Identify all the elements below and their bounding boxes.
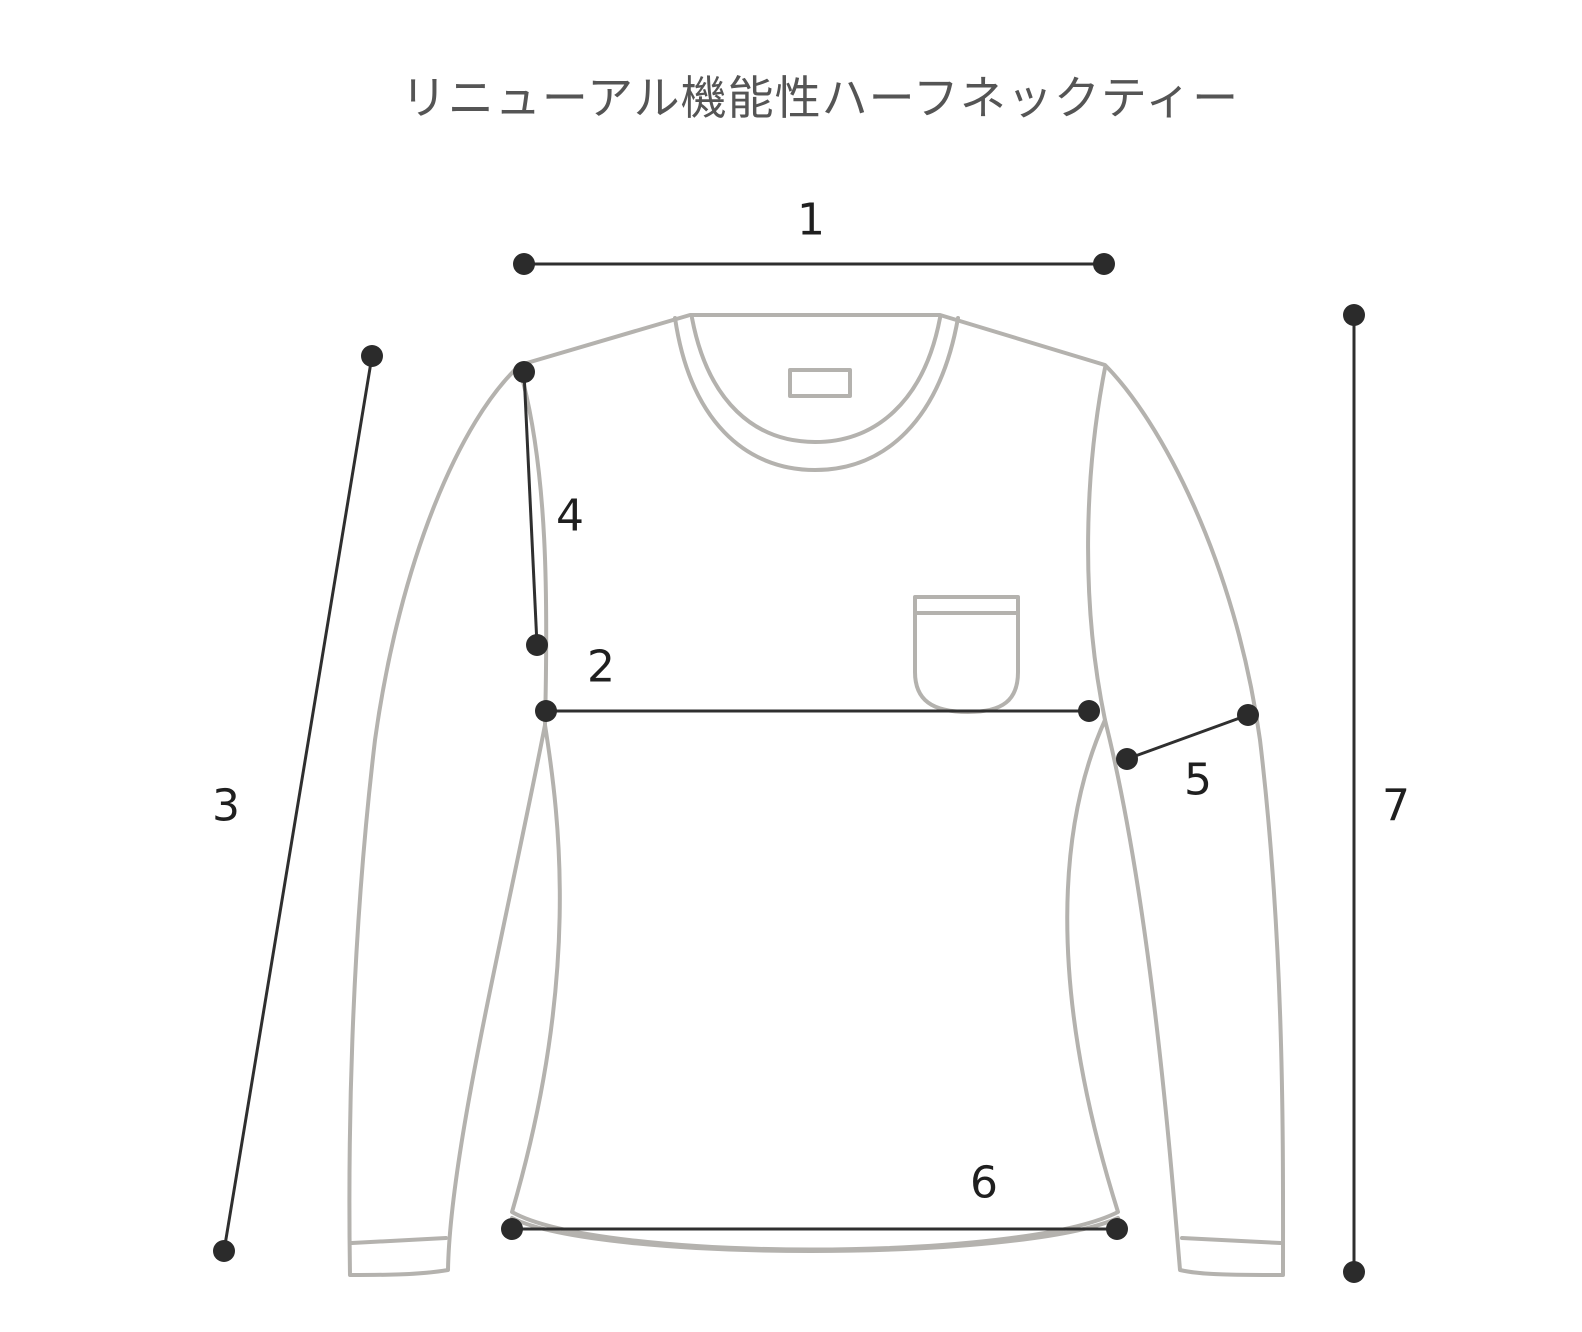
measurement-1: 1 xyxy=(513,195,1115,275)
measure-point xyxy=(1078,700,1100,722)
collar-outer xyxy=(673,316,960,472)
measure-point xyxy=(501,1218,523,1240)
measure-point xyxy=(1343,304,1365,326)
measure-point xyxy=(1116,748,1138,770)
neck-label xyxy=(788,368,852,398)
measure-label-2: 2 xyxy=(587,642,615,693)
measure-point xyxy=(1237,704,1259,726)
right-armhole-seam xyxy=(1086,366,1107,722)
measure-point xyxy=(513,253,535,275)
right-cuff-band xyxy=(1180,1236,1283,1245)
hem-band xyxy=(510,1216,1120,1253)
measure-label-4: 4 xyxy=(556,491,584,542)
measure-label-3: 3 xyxy=(212,781,240,832)
measurement-7: 7 xyxy=(1343,304,1410,1283)
measure-point xyxy=(526,634,548,656)
measure-label-7: 7 xyxy=(1382,781,1410,832)
measure-line-3 xyxy=(222,355,374,1252)
measure-line-4 xyxy=(522,371,539,646)
measurement-2: 2 xyxy=(535,642,1100,722)
measure-label-1: 1 xyxy=(797,195,825,246)
measure-point xyxy=(1343,1261,1365,1283)
measure-point xyxy=(535,700,557,722)
left-armhole-seam xyxy=(518,368,549,727)
measure-label-6: 6 xyxy=(970,1158,998,1209)
measure-point xyxy=(1093,253,1115,275)
tshirt-body-outline xyxy=(347,313,1286,1277)
measure-point xyxy=(513,361,535,383)
measurement-3: 3 xyxy=(212,345,383,1262)
measurement-6: 6 xyxy=(501,1158,1128,1240)
collar-inner xyxy=(690,316,942,444)
measurement-5: 5 xyxy=(1116,704,1259,806)
measure-label-5: 5 xyxy=(1184,755,1212,806)
tshirt-outline-icon xyxy=(347,313,1286,1277)
measurement-4: 4 xyxy=(513,361,584,656)
measure-point xyxy=(213,1240,235,1262)
measure-point xyxy=(361,345,383,367)
left-cuff-band xyxy=(350,1236,448,1245)
measure-line-5 xyxy=(1126,713,1249,761)
measure-point xyxy=(1106,1218,1128,1240)
page-title: リニューアル機能性ハーフネックティー xyxy=(400,71,1240,125)
